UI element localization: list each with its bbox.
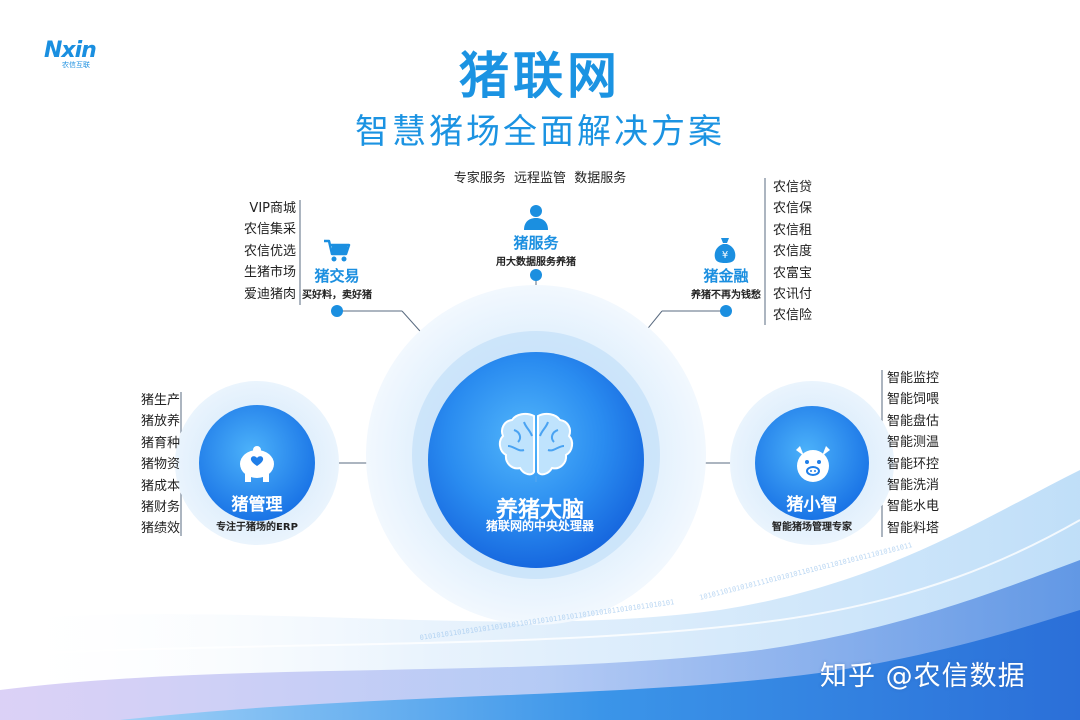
brain-icon — [498, 412, 574, 482]
list-item: 猪育种 — [140, 435, 180, 451]
list-item: 智能洗消 — [887, 478, 940, 494]
brain-title: 养猪大脑 — [495, 498, 584, 523]
services-line: 专家服务 远程监管 数据服务 — [453, 171, 627, 186]
list-item: 农信贷 — [773, 180, 813, 195]
list-item: 生猪市场 — [243, 265, 296, 281]
list-item: 农富宝 — [773, 265, 813, 281]
svg-text:¥: ¥ — [722, 250, 728, 261]
list-item: 智能水电 — [887, 499, 940, 515]
list-item: 农信集采 — [243, 222, 296, 238]
list-item: 猪财务 — [140, 500, 180, 516]
list-item: 农信度 — [773, 244, 813, 260]
logo-subtext: 农信互联 — [62, 61, 90, 69]
piggy-bank-icon — [240, 446, 274, 482]
list-item: 农信优选 — [243, 243, 296, 259]
list-item: 猪放养 — [140, 414, 180, 430]
list-item: 猪成本 — [140, 478, 180, 494]
finance-items-list: 农信贷 农信保 农信租 农信度 农富宝 农讯付 农信险 — [773, 177, 853, 327]
list-item: 智能环控 — [887, 456, 940, 472]
list-item: VIP商城 — [249, 201, 296, 216]
pig-face-icon — [796, 446, 830, 482]
list-item: 智能料塔 — [887, 520, 940, 536]
person-icon — [524, 205, 548, 230]
smart-items-list: 智能监控 智能饲喂 智能盘估 智能测温 智能环控 智能洗消 智能水电 智能料塔 — [887, 368, 967, 539]
money-bag-icon: ¥ — [714, 238, 736, 263]
list-item: 智能测温 — [887, 435, 940, 451]
list-item: 猪绩效 — [140, 521, 180, 537]
service-title: 猪服务 — [513, 234, 559, 252]
finance-title: 猪金融 — [703, 267, 749, 285]
management-items-list: 猪生产 猪放养 猪育种 猪物资 猪成本 猪财务 猪绩效 — [100, 390, 180, 540]
list-item: 农信险 — [773, 308, 813, 324]
page-subtitle: 智慧猪场全面解决方案 — [355, 112, 725, 152]
logo-text: Nxin — [44, 38, 97, 63]
page-title: 猪联网 — [459, 47, 621, 105]
finance-desc: 养猪不再为钱愁 — [691, 290, 761, 301]
smart-title: 猪小智 — [786, 495, 838, 515]
list-item: 智能饲喂 — [887, 392, 940, 408]
management-title: 猪管理 — [231, 495, 283, 515]
trade-title: 猪交易 — [314, 267, 360, 285]
trade-items-list: VIP商城 农信集采 农信优选 生猪市场 爱迪猪肉 — [200, 198, 296, 305]
list-item: 猪生产 — [140, 393, 180, 408]
management-desc: 专注于猪场的ERP — [216, 522, 298, 533]
list-item: 农信保 — [773, 201, 813, 217]
list-item: 智能盘估 — [887, 413, 940, 429]
smart-desc: 智能猪场管理专家 — [772, 522, 852, 533]
list-item: 农讯付 — [773, 287, 813, 303]
list-item: 爱迪猪肉 — [243, 286, 296, 302]
brain-desc: 猪联网的中央处理器 — [485, 519, 594, 533]
trade-desc: 买好料，卖好猪 — [302, 290, 372, 301]
service-desc: 用大数据服务养猪 — [496, 257, 576, 268]
shopping-cart-icon — [324, 239, 351, 262]
watermark-text: 知乎 @农信数据 — [820, 661, 1026, 692]
nxin-logo: Nxin 农信互联 — [44, 40, 114, 76]
list-item: 智能监控 — [887, 371, 940, 386]
list-item: 农信租 — [773, 222, 813, 238]
list-item: 猪物资 — [140, 457, 180, 473]
